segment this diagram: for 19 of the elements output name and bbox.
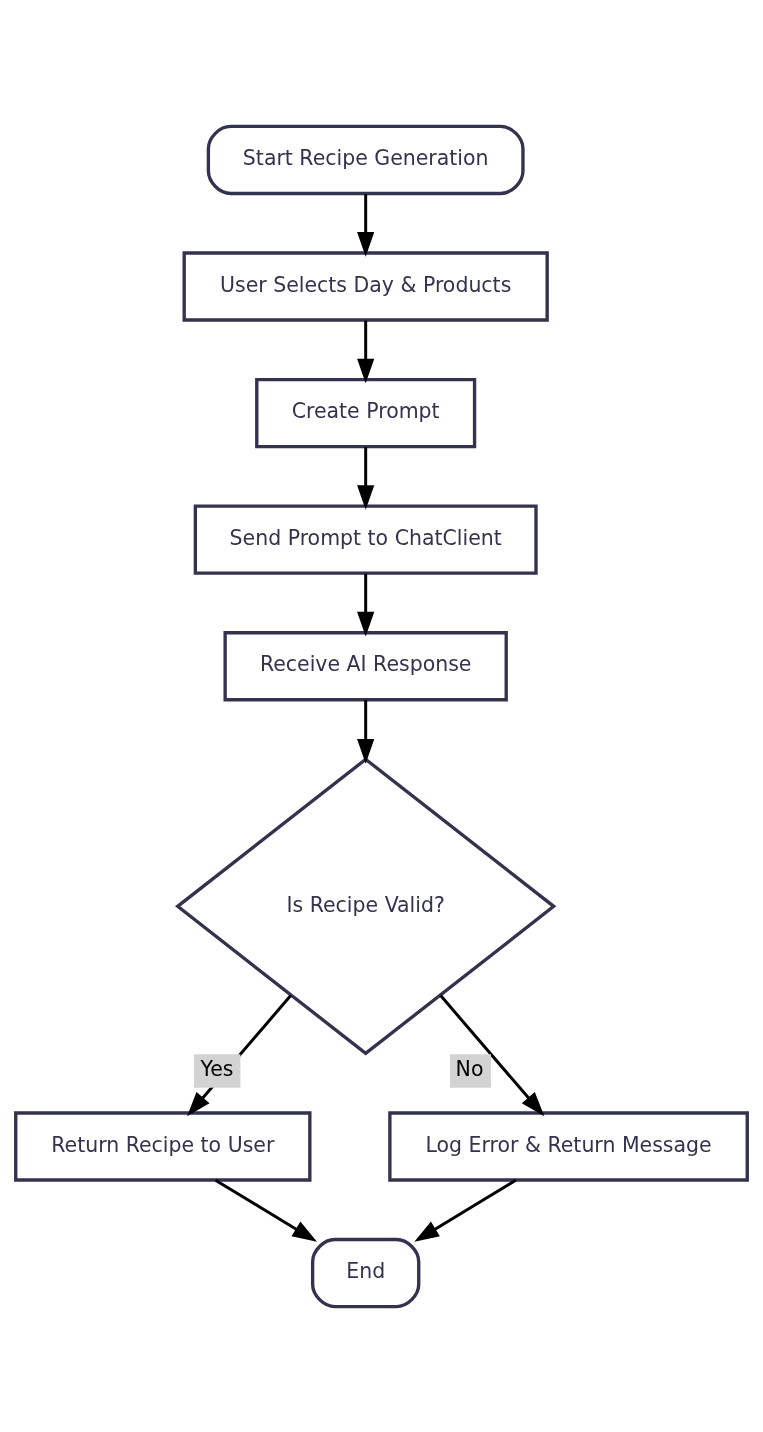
node-box: Send Prompt to ChatClient [193, 504, 538, 575]
arrow [357, 573, 375, 636]
node-box: Return Recipe to User [14, 1110, 312, 1182]
arrow [214, 1178, 318, 1242]
arrow [357, 320, 375, 383]
node-box: User Selects Day & Products [182, 250, 549, 322]
node-box: Log Error & Return Message [388, 1110, 749, 1182]
arrow [414, 1178, 517, 1242]
node-diamond: Is Recipe Valid? [174, 756, 557, 1056]
node-box: Receive AI Response [223, 630, 508, 701]
edge-label: Yes [200, 1056, 234, 1081]
arrow [439, 994, 545, 1116]
node-box: Create Prompt [255, 377, 477, 448]
arrow [357, 446, 375, 510]
arrow [357, 193, 375, 257]
arrow [357, 699, 375, 764]
edge-label: No [455, 1056, 484, 1081]
node-box: End [310, 1237, 421, 1308]
node-box: Start Recipe Generation [206, 124, 525, 195]
